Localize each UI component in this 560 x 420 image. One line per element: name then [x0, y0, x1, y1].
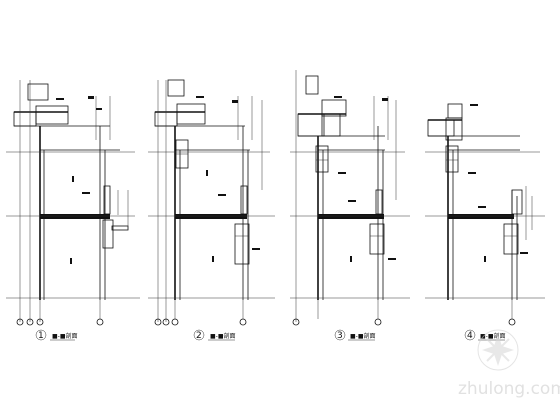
section-title: ■-■剖面: [480, 332, 506, 340]
section-number: 2: [196, 331, 202, 341]
section-title: ■-■剖面: [52, 332, 78, 340]
section-2: 2 ■-■剖面: [148, 79, 275, 341]
section-title: ■-■剖面: [210, 332, 236, 340]
section-number: 3: [337, 331, 343, 341]
roof-insulation: [13, 111, 37, 127]
floor-slab: [40, 214, 110, 219]
floor-slab: [175, 214, 247, 219]
roof-beam: [176, 103, 206, 125]
roof-insulation: [427, 119, 455, 137]
parapet: [167, 79, 185, 97]
section-title: ■-■剖面: [350, 332, 376, 340]
callout-circle: [464, 329, 476, 341]
section-number: 1: [38, 331, 44, 341]
watermark: zhulong.com: [458, 329, 560, 399]
parapet: [27, 83, 49, 101]
callout-circle: [193, 329, 205, 341]
floor-slab: [318, 214, 384, 219]
parapet: [305, 75, 319, 95]
window-frame: [445, 145, 459, 173]
section-1: 1 ■-■剖面: [6, 80, 140, 341]
window-frame: [102, 219, 114, 249]
callout-circle: [334, 329, 346, 341]
watermark-text: zhulong.com: [458, 379, 560, 399]
callout-circle: [35, 329, 47, 341]
section-4: 4 ■-■剖面: [425, 103, 545, 341]
section-number: 4: [467, 331, 473, 341]
roof-insulation: [297, 113, 325, 137]
floor-slab: [448, 214, 514, 219]
parapet: [447, 103, 463, 119]
roof-beam: [35, 105, 69, 125]
watermark-logo-icon: [477, 329, 519, 371]
window-frame: [315, 145, 329, 173]
section-3: 3 ■-■剖面: [290, 70, 410, 341]
